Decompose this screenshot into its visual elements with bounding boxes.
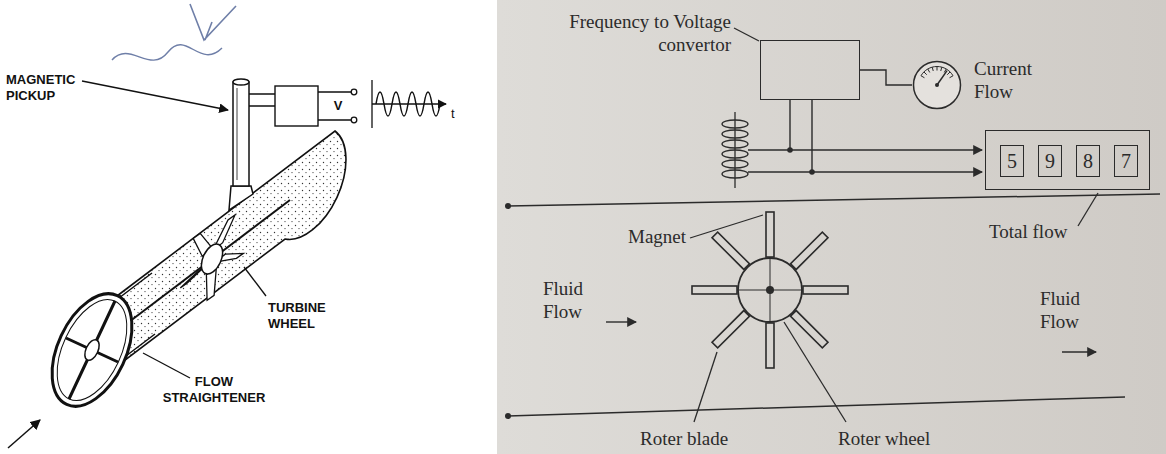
- part-label: FLOW STRAIGHTENER: [158, 374, 270, 405]
- signal-label: V: [331, 98, 345, 114]
- digit: 7: [1121, 149, 1131, 173]
- turbine-shaft: [125, 200, 290, 325]
- meter-outline: [912, 60, 962, 110]
- meter-label: Current Flow: [974, 58, 1049, 104]
- meter-scale: [921, 67, 953, 76]
- counter-digit: 9: [1038, 145, 1062, 177]
- ink-scribble: [112, 45, 222, 60]
- meter-tick: [950, 76, 953, 78]
- signal-wire: [748, 171, 982, 172]
- signal-wire: [860, 70, 912, 85]
- pickup-coil: [722, 140, 748, 148]
- flow-label: Fluid Flow: [543, 278, 603, 324]
- pickup-coil: [722, 150, 748, 158]
- junction-dot: [787, 147, 793, 153]
- rotor-spoke: [738, 258, 802, 322]
- counter-label: Total flow: [989, 221, 1089, 244]
- counter-digit: 5: [1000, 145, 1024, 177]
- sine-signal: [376, 92, 440, 116]
- digit: 5: [1007, 149, 1017, 173]
- rotor-blade: [791, 232, 828, 269]
- terminal: [351, 89, 357, 95]
- leader-line: [784, 322, 846, 422]
- leader-line: [82, 81, 228, 110]
- output-wire: [318, 92, 351, 120]
- ink-scribble: [190, 4, 236, 40]
- rotor-wheel: [738, 258, 802, 322]
- pipe-wall: [508, 397, 1125, 416]
- magnetic-pickup: [233, 82, 249, 186]
- converter-label: Frequency to Voltage convertor: [506, 11, 731, 57]
- meter-tick: [921, 76, 924, 78]
- current-meter: Current Flow: [912, 60, 962, 110]
- meter-tick: [932, 67, 933, 71]
- pipe-inner-rim: [43, 289, 141, 411]
- part-label: MAGNETIC PICKUP: [6, 72, 101, 103]
- part-label: Magnet: [628, 226, 718, 249]
- pickup-wire: [249, 94, 275, 106]
- pickup-coil: [722, 160, 748, 168]
- flow-straightener-cross: [66, 301, 118, 399]
- rotor-blade: [712, 232, 749, 269]
- rotor-blade: [803, 286, 848, 294]
- pickup-coil: [722, 170, 748, 178]
- turbine-hub: [197, 241, 227, 278]
- signal-wire: [748, 149, 982, 150]
- pipe-end-dot: [505, 203, 511, 209]
- counter-digit: 8: [1076, 145, 1100, 177]
- pickup-cap: [233, 79, 249, 85]
- part-label: Roter blade: [640, 428, 770, 451]
- pickup-shading: [237, 88, 238, 180]
- pickup-boss: [229, 186, 253, 210]
- pipe-wall: [508, 194, 1160, 206]
- terminal: [351, 117, 357, 123]
- meter-tick: [937, 67, 938, 71]
- pickup-coil: [722, 120, 748, 128]
- digit: 9: [1045, 149, 1055, 173]
- part-label: Roter wheel: [838, 428, 968, 451]
- straightener-ring: [82, 337, 102, 362]
- meter-tick: [947, 72, 950, 75]
- flow-arrow: [606, 321, 636, 322]
- pipe-front-rim: [36, 281, 148, 418]
- leader-line: [694, 352, 717, 422]
- pipe-end-dot: [505, 413, 511, 419]
- terminal-box: [275, 86, 318, 126]
- meter-tick: [928, 69, 930, 72]
- time-axis: [372, 103, 446, 104]
- converter-box: Frequency to Voltage convertor: [760, 40, 860, 100]
- rotor: [692, 212, 848, 368]
- meter-tick: [941, 67, 942, 71]
- meter-tick: [924, 72, 927, 75]
- pickup-coil: [722, 130, 748, 138]
- rotor-blade: [766, 212, 774, 257]
- flow-label: Fluid Flow: [1040, 288, 1100, 334]
- leader-line: [1078, 193, 1098, 226]
- junction-dot: [809, 169, 815, 175]
- leader-line: [690, 215, 763, 238]
- meter-pivot: [935, 83, 939, 87]
- rotor-blade: [712, 311, 749, 348]
- signal-wire: [790, 100, 812, 172]
- leader-line: [734, 28, 759, 41]
- page-background: [497, 0, 1166, 454]
- rotor-axle: [766, 286, 774, 294]
- digit: 8: [1083, 149, 1093, 173]
- meter-dial: [914, 62, 961, 109]
- leader-line: [244, 267, 266, 296]
- rotor-blade: [692, 286, 737, 294]
- total-flow-counter: Total flow5987: [985, 130, 1150, 190]
- part-label: TURBINE WHEEL: [268, 300, 348, 331]
- left-background: [0, 0, 497, 454]
- leader-line: [143, 353, 190, 378]
- flow-arrow: [8, 420, 40, 448]
- flow-arrow: [1062, 351, 1096, 352]
- rotor-blade: [766, 323, 774, 368]
- meter-needle: [937, 71, 947, 85]
- counter-digit: 7: [1114, 145, 1138, 177]
- axis-label: t: [451, 106, 463, 122]
